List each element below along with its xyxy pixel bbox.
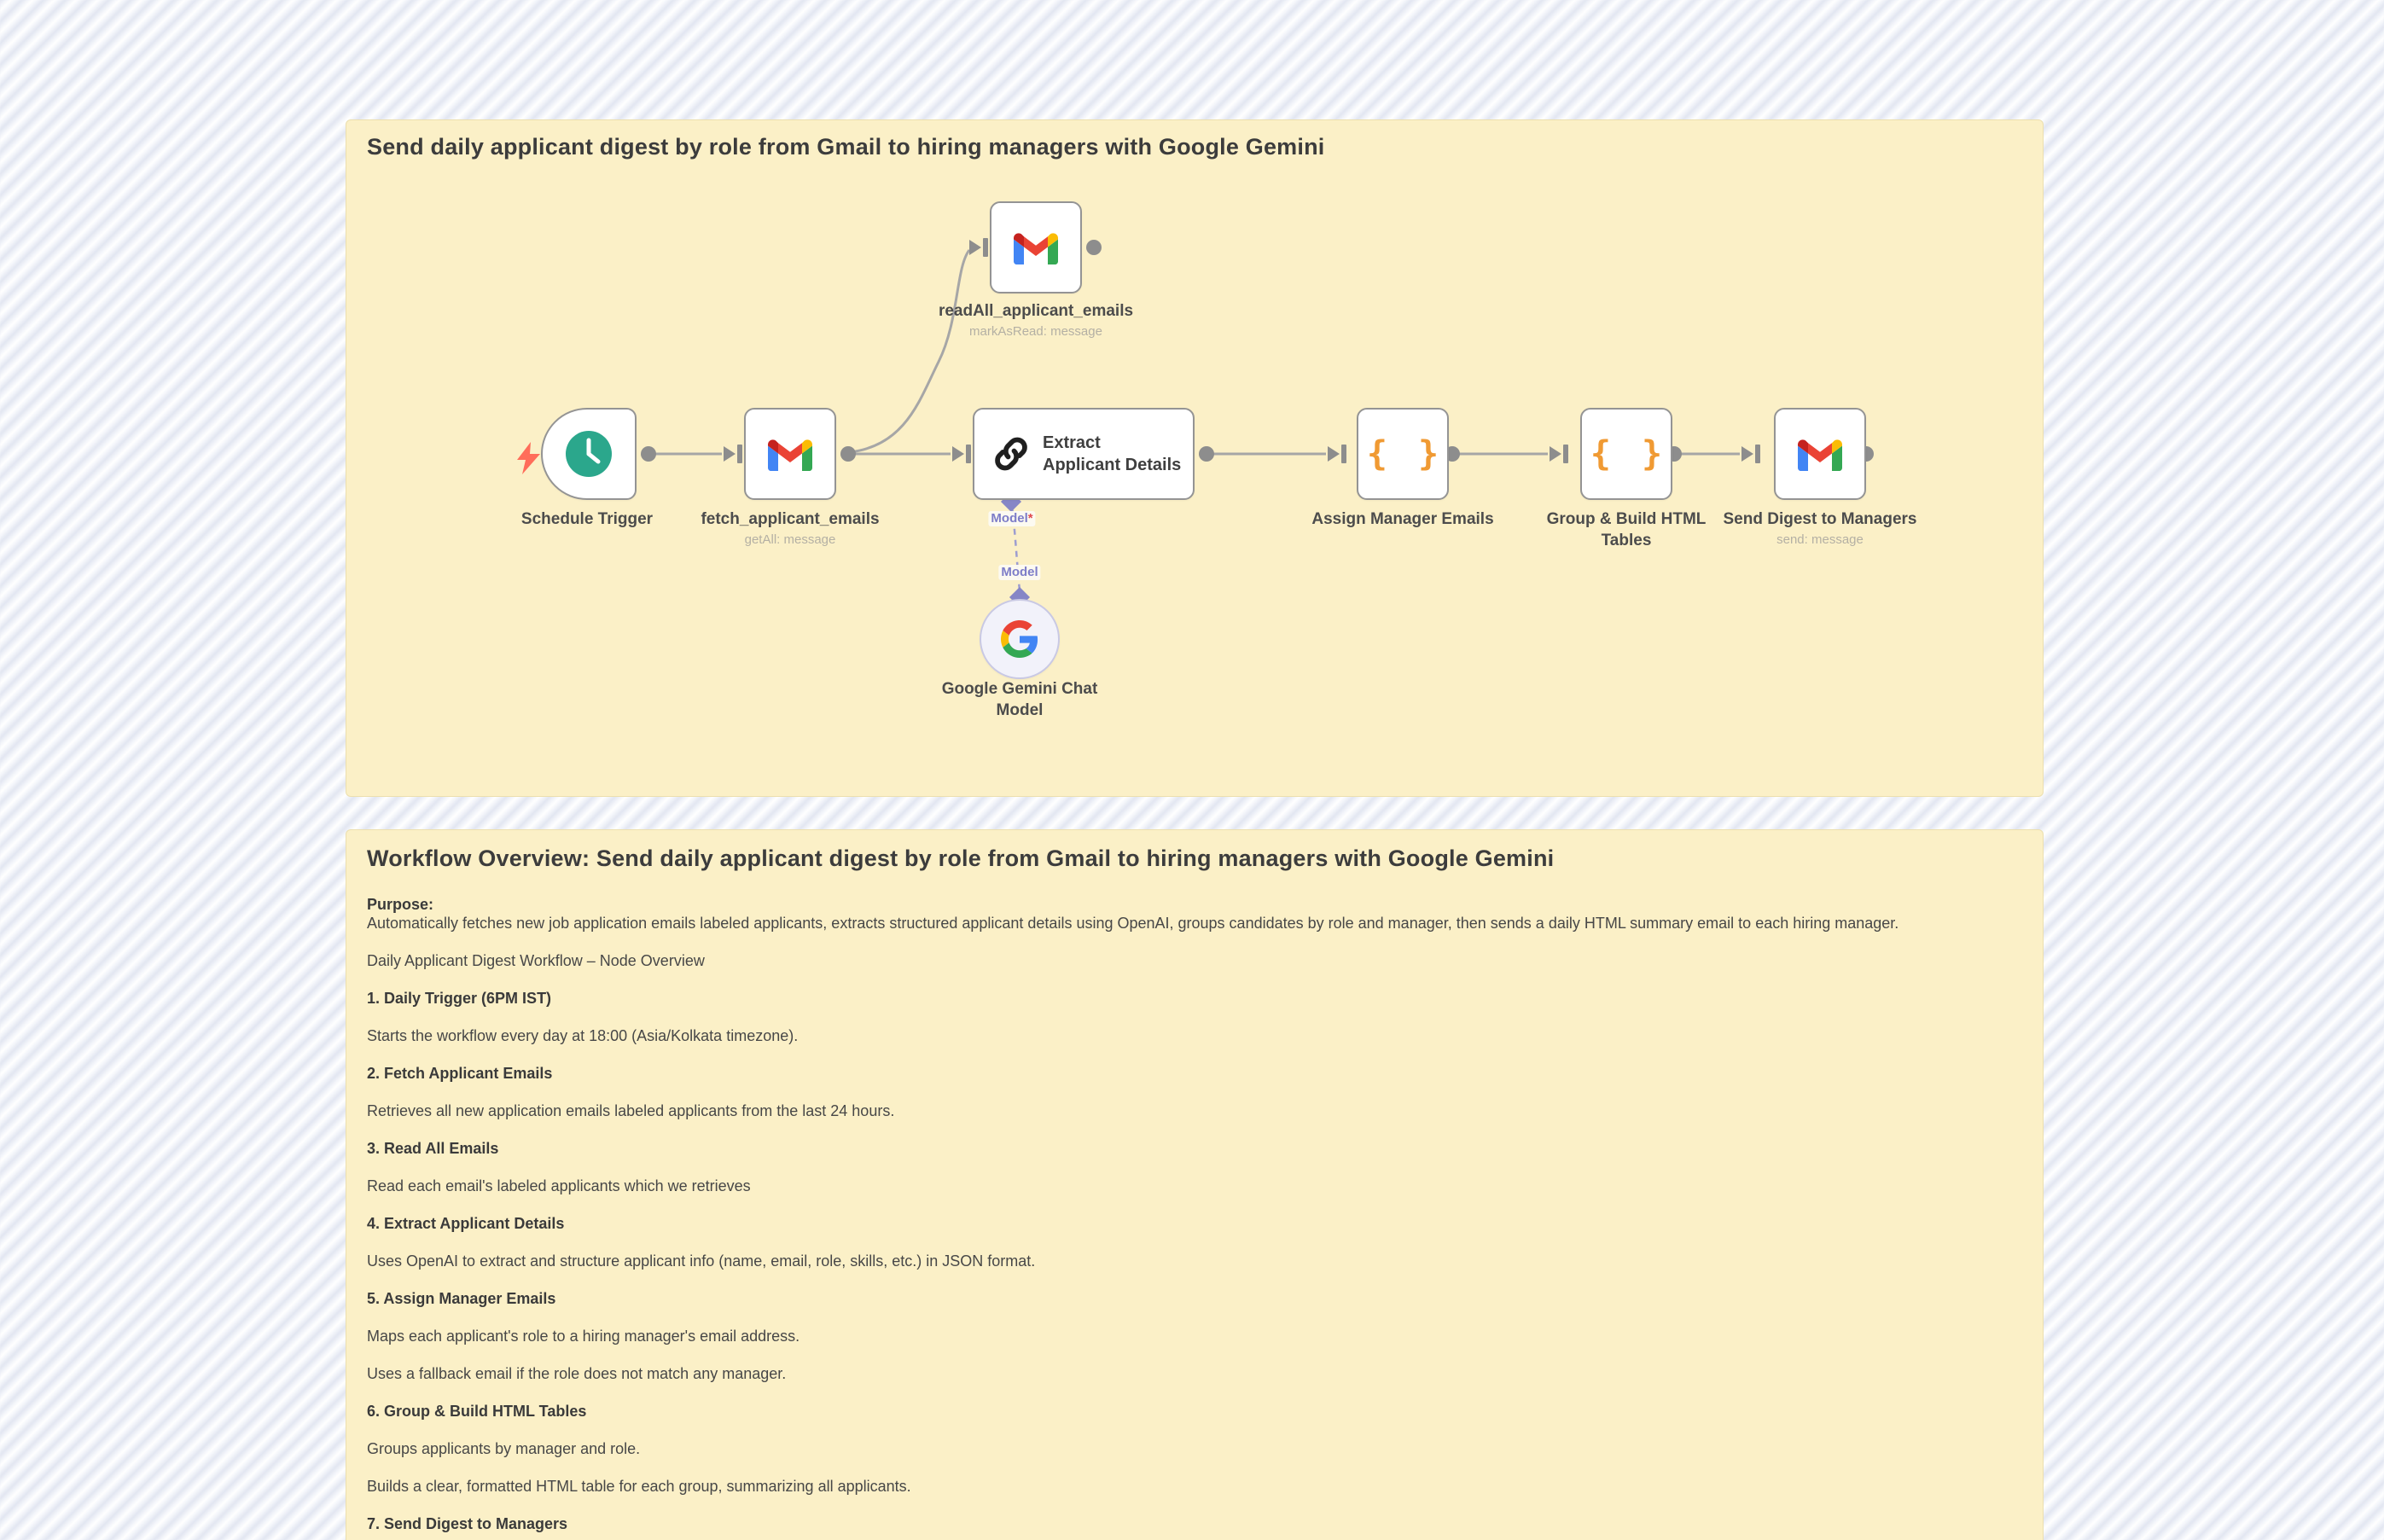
node-label-assign: Assign Manager Emails [1311, 510, 1494, 528]
overview-step: 5. Assign Manager Emails Maps each appli… [367, 1289, 2022, 1383]
overview-step-lines: Starts the workflow every day at 18:00 (… [367, 1026, 2022, 1045]
overview-step: 1. Daily Trigger (6PM IST) Starts the wo… [367, 989, 2022, 1045]
gmail-icon [1798, 437, 1842, 471]
overview-step-lines: Read each email's labeled applicants whi… [367, 1177, 2022, 1195]
overview-step-line: Builds a clear, formatted HTML table for… [367, 1478, 911, 1495]
overview-step-line: Maps each applicant's role to a hiring m… [367, 1328, 800, 1345]
overview-step: 4. Extract Applicant Details Uses OpenAI… [367, 1214, 2022, 1270]
overview-purpose-heading: Purpose: [367, 896, 434, 913]
link-chain-icon [991, 434, 1031, 474]
node-subtitle-readall: markAsRead: message [969, 324, 1102, 339]
node-send-digest-to-managers[interactable] [1774, 408, 1866, 500]
node-label-gemini: Google Gemini Chat Model [941, 680, 1098, 719]
node-label-readall: readAll_applicant_emails [938, 302, 1134, 320]
overview-sticky-note[interactable]: Workflow Overview: Send daily applicant … [346, 829, 2044, 1540]
overview-step-line: Uses a fallback email if the role does n… [367, 1365, 787, 1382]
overview-step-heading: 6. Group & Build HTML Tables [367, 1403, 587, 1420]
required-marker: * [1027, 511, 1033, 526]
node-google-gemini-chat-model[interactable] [980, 599, 1060, 679]
workflow-sticky-title: Send daily applicant digest by role from… [367, 134, 1325, 160]
code-braces-icon: { } [1366, 434, 1445, 474]
overview-step-line: Groups applicants by manager and role. [367, 1440, 641, 1457]
code-braces-icon: { } [1590, 434, 1668, 474]
node-subtitle-fetch: getAll: message [744, 532, 836, 547]
node-label-schedule-trigger: Schedule Trigger [520, 510, 654, 528]
overview-step-line: Retrieves all new application emails lab… [367, 1102, 895, 1119]
node-readall-applicant-emails[interactable] [990, 201, 1082, 293]
clock-icon [564, 429, 613, 479]
overview-step-lines: Uses OpenAI to extract and structure app… [367, 1252, 2022, 1270]
overview-steps: 1. Daily Trigger (6PM IST) Starts the wo… [367, 989, 2022, 1533]
overview-step-heading: 4. Extract Applicant Details [367, 1215, 565, 1232]
overview-step-heading: 2. Fetch Applicant Emails [367, 1065, 553, 1082]
overview-step-line: Starts the workflow every day at 18:00 (… [367, 1027, 799, 1044]
gmail-icon [1014, 230, 1058, 264]
overview-step: 2. Fetch Applicant Emails Retrieves all … [367, 1064, 2022, 1120]
model-node-port-label: Model [998, 565, 1041, 580]
node-extract-applicant-details[interactable]: Extract Applicant Details [973, 408, 1195, 500]
node-subtitle-send: send: message [1776, 532, 1864, 547]
overview-step-heading: 1. Daily Trigger (6PM IST) [367, 990, 552, 1007]
node-assign-manager-emails[interactable]: { } [1357, 408, 1449, 500]
overview-step-line: Read each email's labeled applicants whi… [367, 1177, 751, 1194]
overview-title: Workflow Overview: Send daily applicant … [367, 846, 1555, 871]
overview-step-heading: 5. Assign Manager Emails [367, 1290, 556, 1307]
google-g-icon [1001, 620, 1038, 658]
overview-subtitle: Daily Applicant Digest Workflow – Node O… [367, 952, 705, 969]
overview-step-heading: 3. Read All Emails [367, 1140, 499, 1157]
model-input-port-label: Model* [988, 511, 1036, 526]
overview-step-lines: Groups applicants by manager and role. Bu… [367, 1439, 2022, 1496]
overview-purpose-body: Automatically fetches new job applicatio… [367, 915, 1899, 932]
overview-step-heading: 7. Send Digest to Managers [367, 1515, 568, 1532]
node-label-fetch: fetch_applicant_emails [701, 510, 880, 528]
node-fetch-applicant-emails[interactable] [744, 408, 836, 500]
overview-step-line: Uses OpenAI to extract and structure app… [367, 1252, 1036, 1270]
overview-step: 6. Group & Build HTML Tables Groups appl… [367, 1402, 2022, 1496]
overview-step-lines: Retrieves all new application emails lab… [367, 1101, 2022, 1120]
overview-step: 7. Send Digest to Managers [367, 1514, 2022, 1533]
node-label-group: Group & Build HTML Tables [1546, 510, 1707, 549]
overview-step: 3. Read All Emails Read each email's lab… [367, 1139, 2022, 1195]
gmail-icon [768, 437, 812, 471]
node-group-build-html-tables[interactable]: { } [1580, 408, 1672, 500]
node-label-send: Send Digest to Managers [1723, 510, 1917, 528]
overview-step-lines: Maps each applicant's role to a hiring m… [367, 1327, 2022, 1383]
node-schedule-trigger[interactable] [541, 408, 637, 500]
node-inner-label-extract: Extract Applicant Details [1043, 433, 1182, 474]
